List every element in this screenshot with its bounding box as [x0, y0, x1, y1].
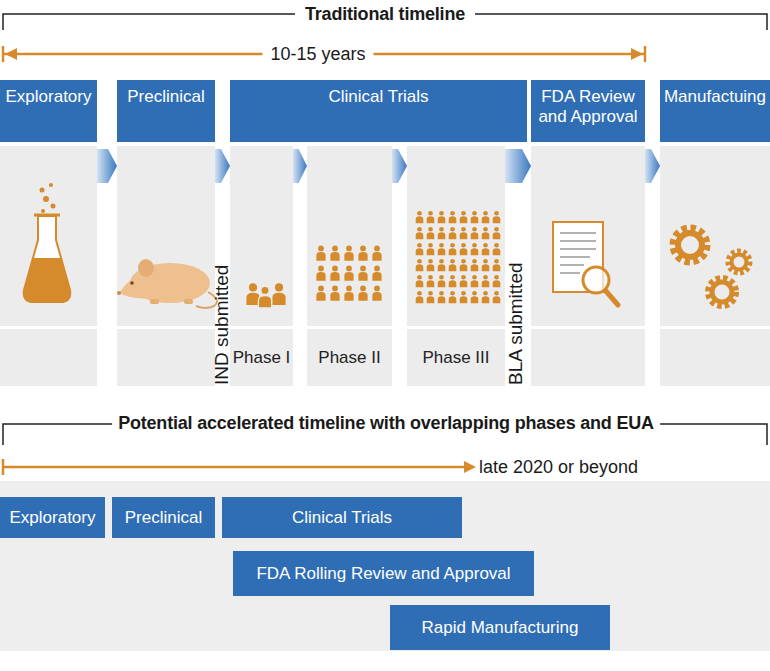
- duration-arrowhead: [5, 48, 17, 60]
- node-label: Clinical Trials: [230, 80, 527, 142]
- duration-tick: [2, 459, 5, 475]
- node-label: Phase II: [307, 329, 392, 386]
- stage-header: Clinical Trials: [230, 80, 527, 142]
- stage-column: Manufactuing: [660, 80, 770, 386]
- mouse-icon: [117, 259, 217, 308]
- node-label: FDA Rolling Review and Approval: [233, 551, 534, 596]
- stage-column: Preclinical: [117, 80, 215, 386]
- milestone-label: IND submitted: [213, 265, 230, 385]
- node-label: Phase III: [407, 329, 505, 386]
- document-icon: [553, 222, 618, 305]
- section-heading: Traditional timeline: [295, 3, 475, 25]
- milestone-label: BLA submitted: [507, 262, 524, 385]
- section-heading: Potential accelerated timeline with over…: [112, 412, 660, 434]
- duration-arrowhead: [464, 461, 476, 473]
- node-label: Exploratory: [0, 80, 97, 142]
- duration-line: [3, 466, 470, 469]
- note-label: 10-15 years: [262, 43, 373, 65]
- phase-bar: FDA Rolling Review and Approval: [233, 551, 534, 596]
- stage-column: FDA Review and Approval: [531, 80, 645, 386]
- phase-bar: Rapid Manufacturing: [390, 605, 610, 650]
- node-label: Preclinical: [112, 497, 215, 538]
- people-group-icon: [246, 283, 285, 308]
- stage-column: Exploratory: [0, 80, 97, 386]
- gray-panel: [307, 146, 392, 326]
- gray-cell: [0, 329, 97, 386]
- node-label: Clinical Trials: [222, 497, 462, 538]
- gray-panel: [117, 146, 215, 326]
- flask-icon: [24, 183, 71, 302]
- gray-cell: [660, 329, 770, 386]
- phase-bar: Clinical Trials: [222, 497, 462, 538]
- note-label: late 2020 or beyond: [479, 456, 638, 478]
- people-grid-icon: [314, 243, 384, 303]
- gray-cell: [531, 329, 645, 386]
- duration-arrowhead: [631, 48, 643, 60]
- node-label: Exploratory: [0, 497, 105, 538]
- flow-arrow: [293, 149, 307, 183]
- flow-arrow: [392, 149, 407, 183]
- people-grid-icon: [414, 209, 502, 305]
- node-label: Rapid Manufacturing: [390, 605, 610, 650]
- node-label: FDA Review and Approval: [531, 80, 645, 142]
- flow-arrow: [215, 149, 230, 183]
- phase-column: Phase II: [307, 146, 392, 386]
- gears-icon: [673, 228, 750, 306]
- gray-panel: [531, 146, 645, 326]
- gray-cell: [117, 329, 215, 386]
- phase-bar: Exploratory: [0, 497, 105, 538]
- phase-bar: Preclinical: [112, 497, 215, 538]
- flow-arrow: [645, 149, 660, 183]
- flow-arrow: [97, 149, 117, 183]
- gray-panel: [230, 146, 293, 326]
- duration-tick: [2, 46, 5, 62]
- duration-tick: [644, 46, 647, 62]
- phase-column: Phase I: [230, 146, 293, 386]
- gray-panel: [407, 146, 505, 326]
- accelerated-band: [0, 481, 770, 651]
- gray-panel: [0, 146, 97, 326]
- node-label: Phase I: [230, 329, 293, 386]
- node-label: Manufactuing: [660, 80, 770, 142]
- flow-arrow: [505, 149, 531, 183]
- phase-column: Phase III: [407, 146, 505, 386]
- node-label: Preclinical: [117, 80, 215, 142]
- gray-panel: [660, 146, 770, 326]
